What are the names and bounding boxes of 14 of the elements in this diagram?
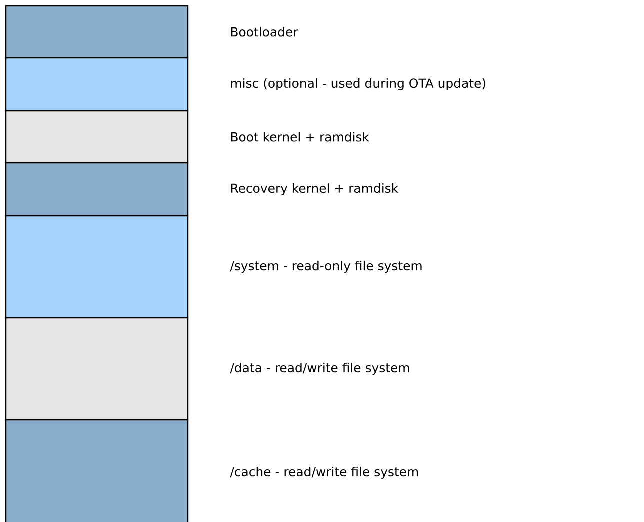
partition-label: /cache - read/write file system xyxy=(230,466,418,480)
partition-label: misc (optional - used during OTA update) xyxy=(231,78,486,91)
partition-band xyxy=(5,162,189,217)
partition-label: Recovery kernel + ramdisk xyxy=(231,183,398,196)
partition-band xyxy=(5,317,189,421)
partition-band xyxy=(5,110,189,164)
partition-label: Boot kernel + ramdisk xyxy=(231,132,370,142)
partition-label: /data - read/write file system xyxy=(230,362,410,376)
partition-label: /system - read-only file system xyxy=(230,260,422,274)
partition-band xyxy=(5,215,189,319)
partition-band xyxy=(5,419,189,522)
partition-band xyxy=(5,5,189,59)
partition-label: Bootloader xyxy=(231,27,298,37)
partition-band xyxy=(5,57,189,112)
